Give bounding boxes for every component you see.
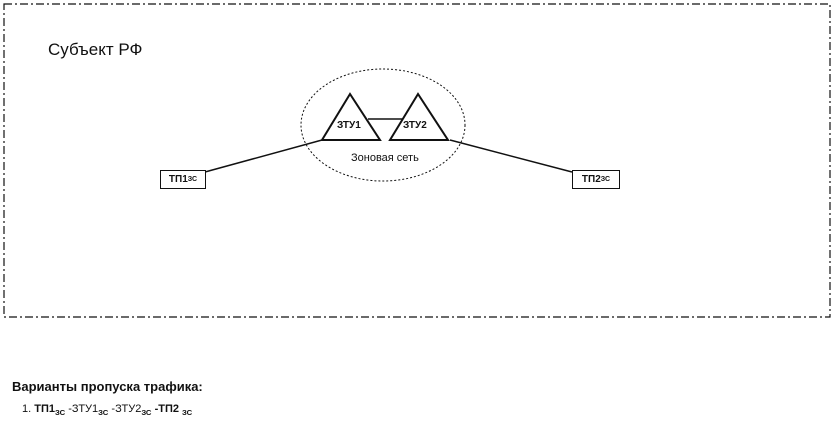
region-boundary (3, 3, 831, 318)
ztu2-triangle (388, 92, 450, 141)
path-sub: ЗС (182, 408, 193, 417)
path-sub: ЗС (98, 408, 109, 417)
ztu1-triangle (320, 92, 382, 141)
tp1-label: ТП1 (168, 174, 188, 185)
path-node: ТП1 (34, 403, 55, 415)
tp2-label: ТП2 (581, 174, 601, 185)
path-node: ЗТУ2 (115, 403, 142, 415)
path-node: ТП2 (158, 403, 179, 415)
ztu1-label: ЗТУ1 (337, 120, 361, 131)
variant-item: 1. ТП1ЗС -ЗТУ1ЗС -ЗТУ2ЗС -ТП2 ЗС (22, 403, 192, 417)
path-sep: - (154, 403, 159, 415)
variants-heading: Варианты пропуска трафика: (12, 379, 203, 394)
region-title: Субъект РФ (48, 40, 143, 59)
path-sep: - (68, 403, 72, 415)
variant-number: 1. (22, 403, 32, 415)
path-sub: ЗС (141, 408, 152, 417)
zone-label: Зоновая сеть (351, 152, 419, 164)
tp1-sub: ЗС (187, 176, 198, 183)
path-sub: ЗС (55, 408, 66, 417)
tp2-sub: ЗС (600, 176, 611, 183)
link-ztu2-tp2 (449, 139, 573, 173)
path-node: ЗТУ1 (71, 403, 99, 415)
path-sep: - (111, 403, 116, 415)
ztu2-label: ЗТУ2 (403, 120, 427, 131)
zone-network-ellipse (300, 68, 466, 182)
link-tp1-ztu1 (204, 139, 323, 173)
